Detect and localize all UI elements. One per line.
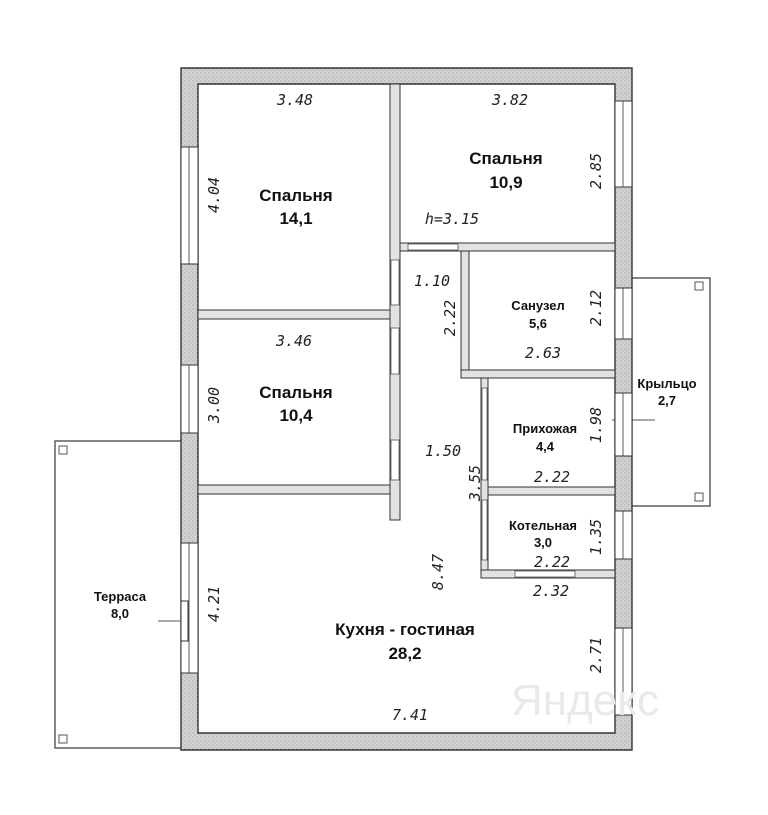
interior-walls <box>197 83 616 579</box>
dimension-label: 2.22 <box>441 300 459 336</box>
kitchen-living-area: 28,2 <box>388 644 421 663</box>
exterior-wall <box>180 67 633 751</box>
bedroom-2-area: 10,9 <box>489 173 522 192</box>
window-mullions <box>188 101 624 715</box>
terrace-door <box>180 600 189 642</box>
dimension-label: 2.22 <box>534 468 570 486</box>
dimension-label: 1.98 <box>587 407 605 443</box>
dimension-label: 3.00 <box>205 387 223 424</box>
bedroom-1-name: Спальня <box>259 186 332 205</box>
bathroom-area: 5,6 <box>529 316 547 331</box>
kitchen-living-name: Кухня - гостиная <box>335 620 475 639</box>
dimension-label: 3.46 <box>275 332 312 350</box>
dimension-label: h=3.15 <box>425 210 479 228</box>
watermark: Яндекс <box>511 676 659 725</box>
dimension-label: 2.32 <box>533 582 569 600</box>
boiler-room-name: Котельная <box>509 518 577 533</box>
door-openings <box>390 243 576 578</box>
dimension-label: 2.71 <box>587 637 605 673</box>
windows <box>180 100 633 716</box>
hallway-area: 4,4 <box>536 439 555 454</box>
bathroom-name: Санузел <box>511 298 564 313</box>
porch-name: Крыльцо <box>637 376 696 391</box>
dimension-label: 2.22 <box>534 553 570 571</box>
boiler-room-area: 3,0 <box>534 535 552 550</box>
dimension-label: 8.47 <box>429 554 447 590</box>
dimension-label: 7.41 <box>392 706 428 724</box>
terrace-name: Терраса <box>94 589 147 604</box>
bedroom-3-area: 10,4 <box>279 406 313 425</box>
dimension-label: 1.35 <box>587 519 605 555</box>
bedroom-1-area: 14,1 <box>279 209 312 228</box>
terrace-area: 8,0 <box>111 606 129 621</box>
dimension-label: 2.12 <box>587 290 605 326</box>
dimension-label: 4.04 <box>205 177 223 213</box>
bedroom-3-name: Спальня <box>259 383 332 402</box>
porch-area: 2,7 <box>658 393 676 408</box>
hallway-name: Прихожая <box>513 421 577 436</box>
bedroom-2-name: Спальня <box>469 149 542 168</box>
dimension-label: 1.50 <box>425 442 461 460</box>
dimension-label: 3.48 <box>276 91 313 109</box>
dimension-label: 3.82 <box>491 91 528 109</box>
dimension-label: 1.10 <box>414 272 450 290</box>
dimension-label: 2.63 <box>525 344 561 362</box>
dimension-label: 4.21 <box>205 586 223 622</box>
dimension-label: 3.55 <box>466 465 484 502</box>
dimension-label: 2.85 <box>587 153 605 189</box>
